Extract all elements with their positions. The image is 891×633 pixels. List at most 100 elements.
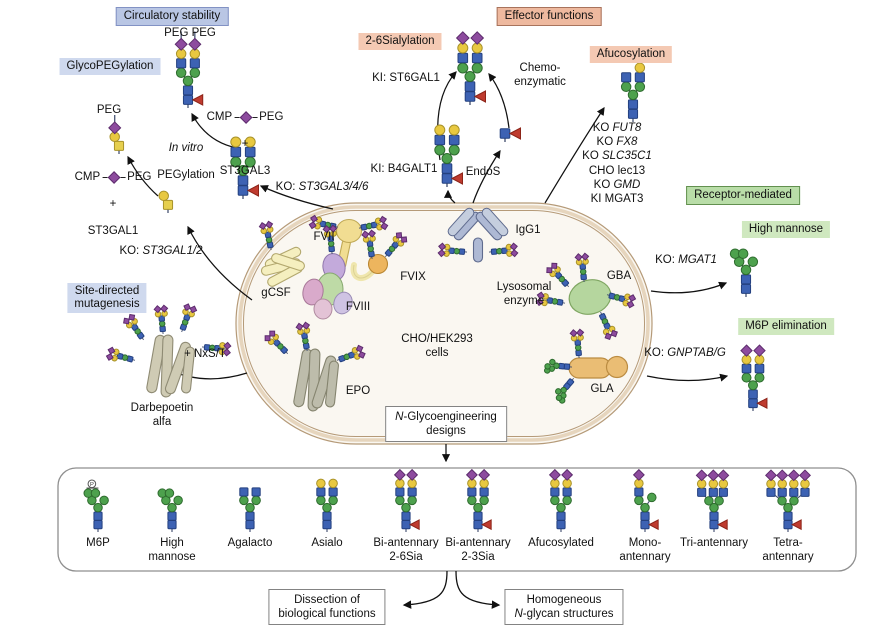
glycan-row-bi-antennary-2-6sia [393, 468, 420, 532]
arrows [127, 71, 729, 463]
plus-sign: + [241, 137, 249, 150]
in-vitro-italic: In vitro [168, 141, 204, 154]
label-high-mannose: High mannose [741, 221, 831, 238]
arrow-ki-b4galt1 [443, 189, 456, 204]
glycan-row-bi-antennary-2-3sia [465, 468, 492, 532]
label-ko-gnptab: KO: GNPTAB/G [644, 347, 726, 359]
ko-list-item: KI MGAT3 [590, 193, 644, 206]
label-ko-st3gal12: KO: ST3GAL1/2 [119, 245, 203, 257]
peg-text: PEG [127, 170, 152, 183]
bottom-row-label: Agalacto [227, 537, 273, 549]
mini-glycan [606, 292, 637, 309]
label-ko-st3gal346: KO: ST3GAL3/4/6 [275, 181, 369, 193]
protein-gcsf [260, 246, 305, 287]
bottom-row-label: High mannose [148, 537, 196, 563]
glycan-row-tetra--antennary [765, 469, 811, 532]
label-nxst: + NxS/T [184, 348, 226, 360]
cmp-text: CMP [206, 110, 233, 123]
bottom-row-label: M6P [86, 537, 110, 549]
pegylation-text: PEGylation [157, 168, 215, 181]
mini-glycan [153, 304, 169, 335]
mini-glycan [123, 313, 145, 341]
arrow-st3gal1-peg [127, 155, 159, 197]
label-m6p-elimination: M6P elimination [738, 318, 834, 335]
glycan-row-afucosylated [548, 468, 574, 532]
mini-glycan [201, 341, 232, 357]
mini-glycan [258, 220, 274, 251]
label-ki-st6gal1: KI: ST6GAL1 [372, 72, 440, 84]
bottom-row-label: Tri-antennary [680, 537, 748, 549]
glycan-o-glycan [158, 190, 174, 213]
glycan-layer: P [83, 31, 811, 532]
label-afucosylation: Afucosylation [589, 46, 673, 63]
label-peg: PEG [96, 104, 122, 116]
label-cmp-peg-st3gal1: CMP PEG + ST3GAL1 [75, 157, 152, 252]
mini-glycan [264, 330, 289, 355]
protein-epo [293, 348, 339, 412]
arrow-chemoenzymatic [488, 73, 510, 129]
mini-glycan [555, 377, 575, 404]
label-dissection-outcome: Dissection of biological functions [268, 589, 386, 625]
bond-line [120, 176, 126, 178]
bottom-row-label: Bi-antennary 2-6Sia [373, 537, 439, 563]
arrow-ko-st3gal346 [259, 185, 334, 210]
cmp-text: CMP [74, 170, 101, 183]
glycan-galactosylated [434, 124, 463, 187]
mini-glycan [358, 215, 389, 231]
label-ki-b4galt1: KI: B4GALT1 [370, 163, 438, 175]
glycan-o-glycan-peg [108, 115, 125, 154]
label-fvix: FVIX [400, 271, 426, 283]
label-gba: GBA [606, 270, 632, 282]
glycan-row-tri-antennary [695, 469, 730, 532]
plus-sign: + [109, 197, 117, 210]
arrow-ko-mgat1 [650, 281, 728, 294]
glycan-afucosylated-product [620, 62, 646, 122]
glycan-2-6-sialylated [455, 31, 486, 105]
bottom-row-label: Asialo [311, 537, 343, 549]
mini-glycan [322, 224, 338, 255]
glycan-asialo-fuc [230, 136, 259, 199]
label-gla: GLA [590, 383, 614, 395]
glycan-row-high-mannose [157, 488, 183, 532]
label-receptor-mediated: Receptor-mediated [686, 186, 800, 205]
peg-text: PEG [259, 110, 284, 123]
label-chemo-enzymatic: Chemo- enzymatic [514, 62, 566, 88]
label-lysosomal-enzyme: Lysosomal enzyme [496, 281, 552, 307]
sialic-acid-diamond-icon [107, 170, 120, 184]
protein-fviii [302, 253, 353, 320]
bottom-row-label: Afucosylated [528, 537, 594, 549]
glycan-high-mannose-product [729, 248, 759, 297]
mini-glycan [574, 252, 590, 283]
mini-glycan [105, 346, 136, 363]
svg-text:P: P [90, 482, 94, 488]
label-2-6sialylation: 2-6Sialylation [358, 33, 442, 50]
label-peg-peg: PEG PEG [164, 27, 216, 39]
arrow-ko-gnptab [646, 373, 729, 382]
mini-glycan [543, 358, 573, 374]
glycan-row-m6p: P [83, 479, 109, 532]
protein-gba [568, 279, 612, 315]
glycan-glycopeg-product [174, 31, 204, 108]
label-endos: EndoS [465, 166, 501, 178]
protein-gla [568, 355, 629, 379]
ko-list-item: KO FUT8 [592, 122, 642, 134]
label-effector-functions: Effector functions [496, 7, 602, 26]
mini-glycan [437, 242, 468, 258]
glycan-row-mono--antennary [632, 468, 659, 532]
st3gal1-text: ST3GAL1 [87, 224, 139, 237]
label-fvii: FVII [313, 231, 335, 243]
bottom-row-label: Tetra- antennary [762, 537, 814, 563]
mini-glycan [179, 303, 198, 333]
mini-glycan [546, 262, 570, 288]
mini-glycan [336, 344, 366, 363]
ko-list-item: KO SLC35C1 [582, 150, 652, 163]
label-fviii: FVIII [345, 301, 371, 313]
protein-igg1 [447, 207, 509, 263]
glycan-row-agalacto [239, 487, 261, 532]
arrow-ko-st3gal12 [187, 225, 253, 301]
